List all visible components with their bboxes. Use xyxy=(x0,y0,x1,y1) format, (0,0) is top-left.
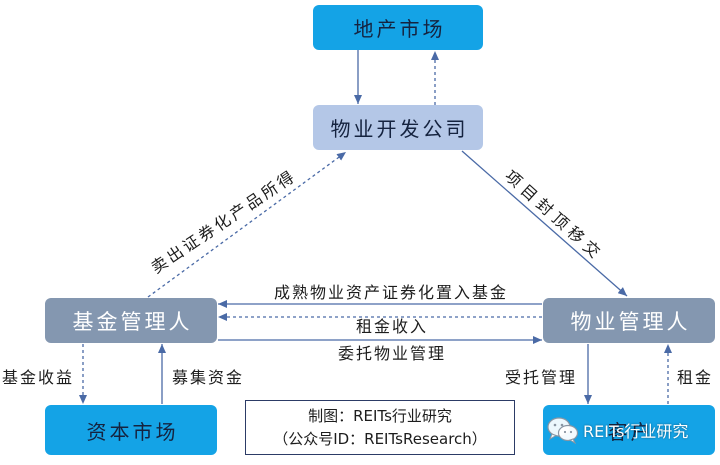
credit-box: 制图：REITs行业研究 （公众号ID：REITsResearch） xyxy=(245,400,515,455)
node-capital-market: 资本市场 xyxy=(45,405,217,455)
node-label: 物业开发公司 xyxy=(330,117,469,141)
node-real-estate-market: 地产市场 xyxy=(313,5,483,50)
node-label: 物业管理人 xyxy=(570,309,691,334)
credit-line-2: （公众号ID：REITsResearch） xyxy=(273,430,487,448)
label-raise-funds: 募集资金 xyxy=(172,368,245,387)
node-property-manager: 物业管理人 xyxy=(543,298,715,343)
node-label: 资本市场 xyxy=(86,419,179,444)
arrow-fund-to-developer xyxy=(147,151,347,298)
node-label: 地产市场 xyxy=(353,17,446,41)
label-rent-income: 租金收入 xyxy=(355,317,429,336)
node-label: 客户 xyxy=(607,419,654,444)
watermark-text: REITs行业研究 xyxy=(583,422,689,441)
label-managed: 受托管理 xyxy=(505,368,578,387)
label-fund-return: 基金收益 xyxy=(2,368,75,387)
node-label: 基金管理人 xyxy=(72,309,193,334)
label-entrust: 委托物业管理 xyxy=(337,344,447,363)
arrow-developer-to-property-manager xyxy=(461,150,628,297)
wechat-icon xyxy=(547,417,579,444)
node-developer: 物业开发公司 xyxy=(313,105,483,150)
node-fund-manager: 基金管理人 xyxy=(45,298,217,343)
label-rent: 租金 xyxy=(677,368,714,387)
watermark: REITs行业研究 xyxy=(547,416,688,444)
credit-line-1: 制图：REITs行业研究 xyxy=(308,407,452,425)
label-securitize: 成熟物业资产证券化置入基金 xyxy=(273,283,509,302)
